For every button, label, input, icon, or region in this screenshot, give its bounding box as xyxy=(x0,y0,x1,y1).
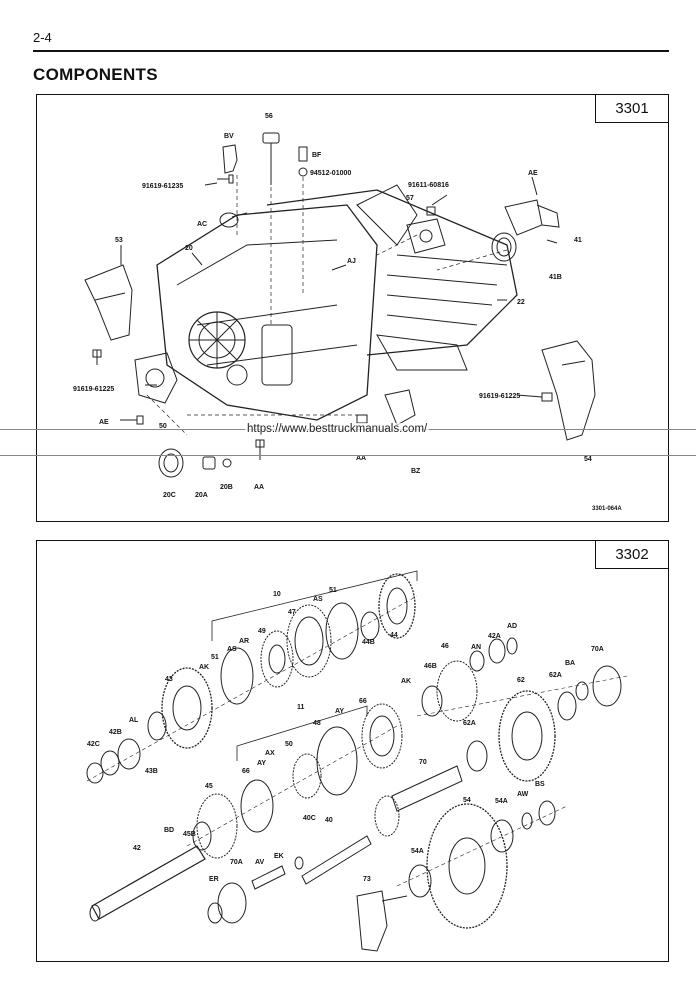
callout-42B: 42B xyxy=(109,729,122,736)
figure-3302-panel: 3302 xyxy=(36,540,669,962)
callout-70A-bottom: 70A xyxy=(230,859,243,866)
callout-91611-60816: 91611-60816 xyxy=(408,182,449,189)
callout-70: 70 xyxy=(419,759,427,766)
figure-code: 3301-064A xyxy=(592,506,622,512)
callout-AR: AR xyxy=(239,638,249,645)
callout-43B: 43B xyxy=(145,768,158,775)
callout-41B: 41B xyxy=(549,274,562,281)
callout-44: 44 xyxy=(390,632,398,639)
callout-AE-left: AE xyxy=(99,419,109,426)
callout-47: 47 xyxy=(288,609,296,616)
callout-AW: AW xyxy=(517,791,529,798)
callout-AA-bottom: AA xyxy=(254,484,264,491)
transfer-gear-train-diagram: 10 51 AS 47 49 AR AS 51 44B 44 AD 42A AN… xyxy=(86,570,628,952)
figure-3301-panel: 3301 xyxy=(36,94,669,522)
callout-62A-top: 62A xyxy=(549,672,562,679)
callout-AX: AX xyxy=(265,750,275,757)
callout-50: 50 xyxy=(285,741,293,748)
callout-20: 20 xyxy=(185,245,193,252)
page-number: 2-4 xyxy=(33,30,52,45)
callout-70A-top: 70A xyxy=(591,646,604,653)
callout-AL: AL xyxy=(129,717,139,724)
callout-BF: BF xyxy=(312,152,322,159)
header-rule xyxy=(33,50,669,52)
callout-50: 50 xyxy=(159,423,167,430)
callout-AY-top: AY xyxy=(335,708,344,715)
callout-54A-bottom: 54A xyxy=(411,848,424,855)
callout-49: 49 xyxy=(258,628,266,635)
callout-EK: EK xyxy=(274,853,284,860)
callout-42: 42 xyxy=(133,845,141,852)
callout-91619-61235: 91619-61235 xyxy=(142,183,183,190)
callout-48: 48 xyxy=(313,720,321,727)
callout-ER: ER xyxy=(209,876,219,883)
callout-40C: 40C xyxy=(303,815,316,822)
callout-AK-left: AK xyxy=(199,664,209,671)
callout-54: 54 xyxy=(463,797,471,804)
callout-BV: BV xyxy=(224,133,234,140)
callout-20A: 20A xyxy=(195,492,208,499)
callout-AC: AC xyxy=(197,221,207,228)
callout-44B: 44B xyxy=(362,639,375,646)
callout-AJ: AJ xyxy=(347,258,356,265)
callout-BA: BA xyxy=(565,660,575,667)
callout-54: 54 xyxy=(584,456,592,463)
callout-AE-top: AE xyxy=(528,170,538,177)
callout-20C: 20C xyxy=(163,492,176,499)
callout-AD: AD xyxy=(507,623,517,630)
callout-54A-right: 54A xyxy=(495,798,508,805)
callout-41: 41 xyxy=(574,237,582,244)
callout-46: 46 xyxy=(441,643,449,650)
callout-66-top: 66 xyxy=(359,698,367,705)
callout-45B: 45B xyxy=(183,831,196,838)
page-heading: COMPONENTS xyxy=(33,65,158,84)
callout-AS-left: AS xyxy=(227,646,237,653)
callout-57: 57 xyxy=(406,195,414,202)
callout-AS-top: AS xyxy=(313,596,323,603)
callout-73: 73 xyxy=(363,876,371,883)
callout-62A-mid: 62A xyxy=(463,720,476,727)
callout-AV: AV xyxy=(255,859,265,866)
callout-91619-61225-left: 91619-61225 xyxy=(73,386,114,393)
callout-20B: 20B xyxy=(220,484,233,491)
callout-AA-mid: AA xyxy=(356,455,366,462)
callout-43: 43 xyxy=(165,676,173,683)
transfer-case-housing-diagram: 56 BV BF 94512-01000 91619-61235 91611-6… xyxy=(73,113,622,512)
figure-number: 3302 xyxy=(595,541,668,569)
callout-AN: AN xyxy=(471,644,481,651)
callout-94512-01000: 94512-01000 xyxy=(310,170,351,177)
callout-51-top: 51 xyxy=(329,587,337,594)
callout-66-left: 66 xyxy=(242,768,250,775)
callout-51-left: 51 xyxy=(211,654,219,661)
callout-56: 56 xyxy=(265,113,273,120)
callout-11: 11 xyxy=(297,704,305,711)
callout-42A: 42A xyxy=(488,633,501,640)
callout-BZ: BZ xyxy=(411,468,421,475)
callout-AK-right: AK xyxy=(401,678,411,685)
callout-AY-left: AY xyxy=(257,760,266,767)
callout-42C: 42C xyxy=(87,741,100,748)
callout-91619-61225-right: 91619-61225 xyxy=(479,393,520,400)
callout-22: 22 xyxy=(517,299,525,306)
callout-62: 62 xyxy=(517,677,525,684)
callout-45: 45 xyxy=(205,783,213,790)
callout-46B: 46B xyxy=(424,663,437,670)
callout-40: 40 xyxy=(325,817,333,824)
callout-10: 10 xyxy=(273,591,281,598)
callout-53: 53 xyxy=(115,237,123,244)
callout-BD: BD xyxy=(164,827,174,834)
callout-BS: BS xyxy=(535,781,545,788)
figure-number: 3301 xyxy=(595,95,668,123)
